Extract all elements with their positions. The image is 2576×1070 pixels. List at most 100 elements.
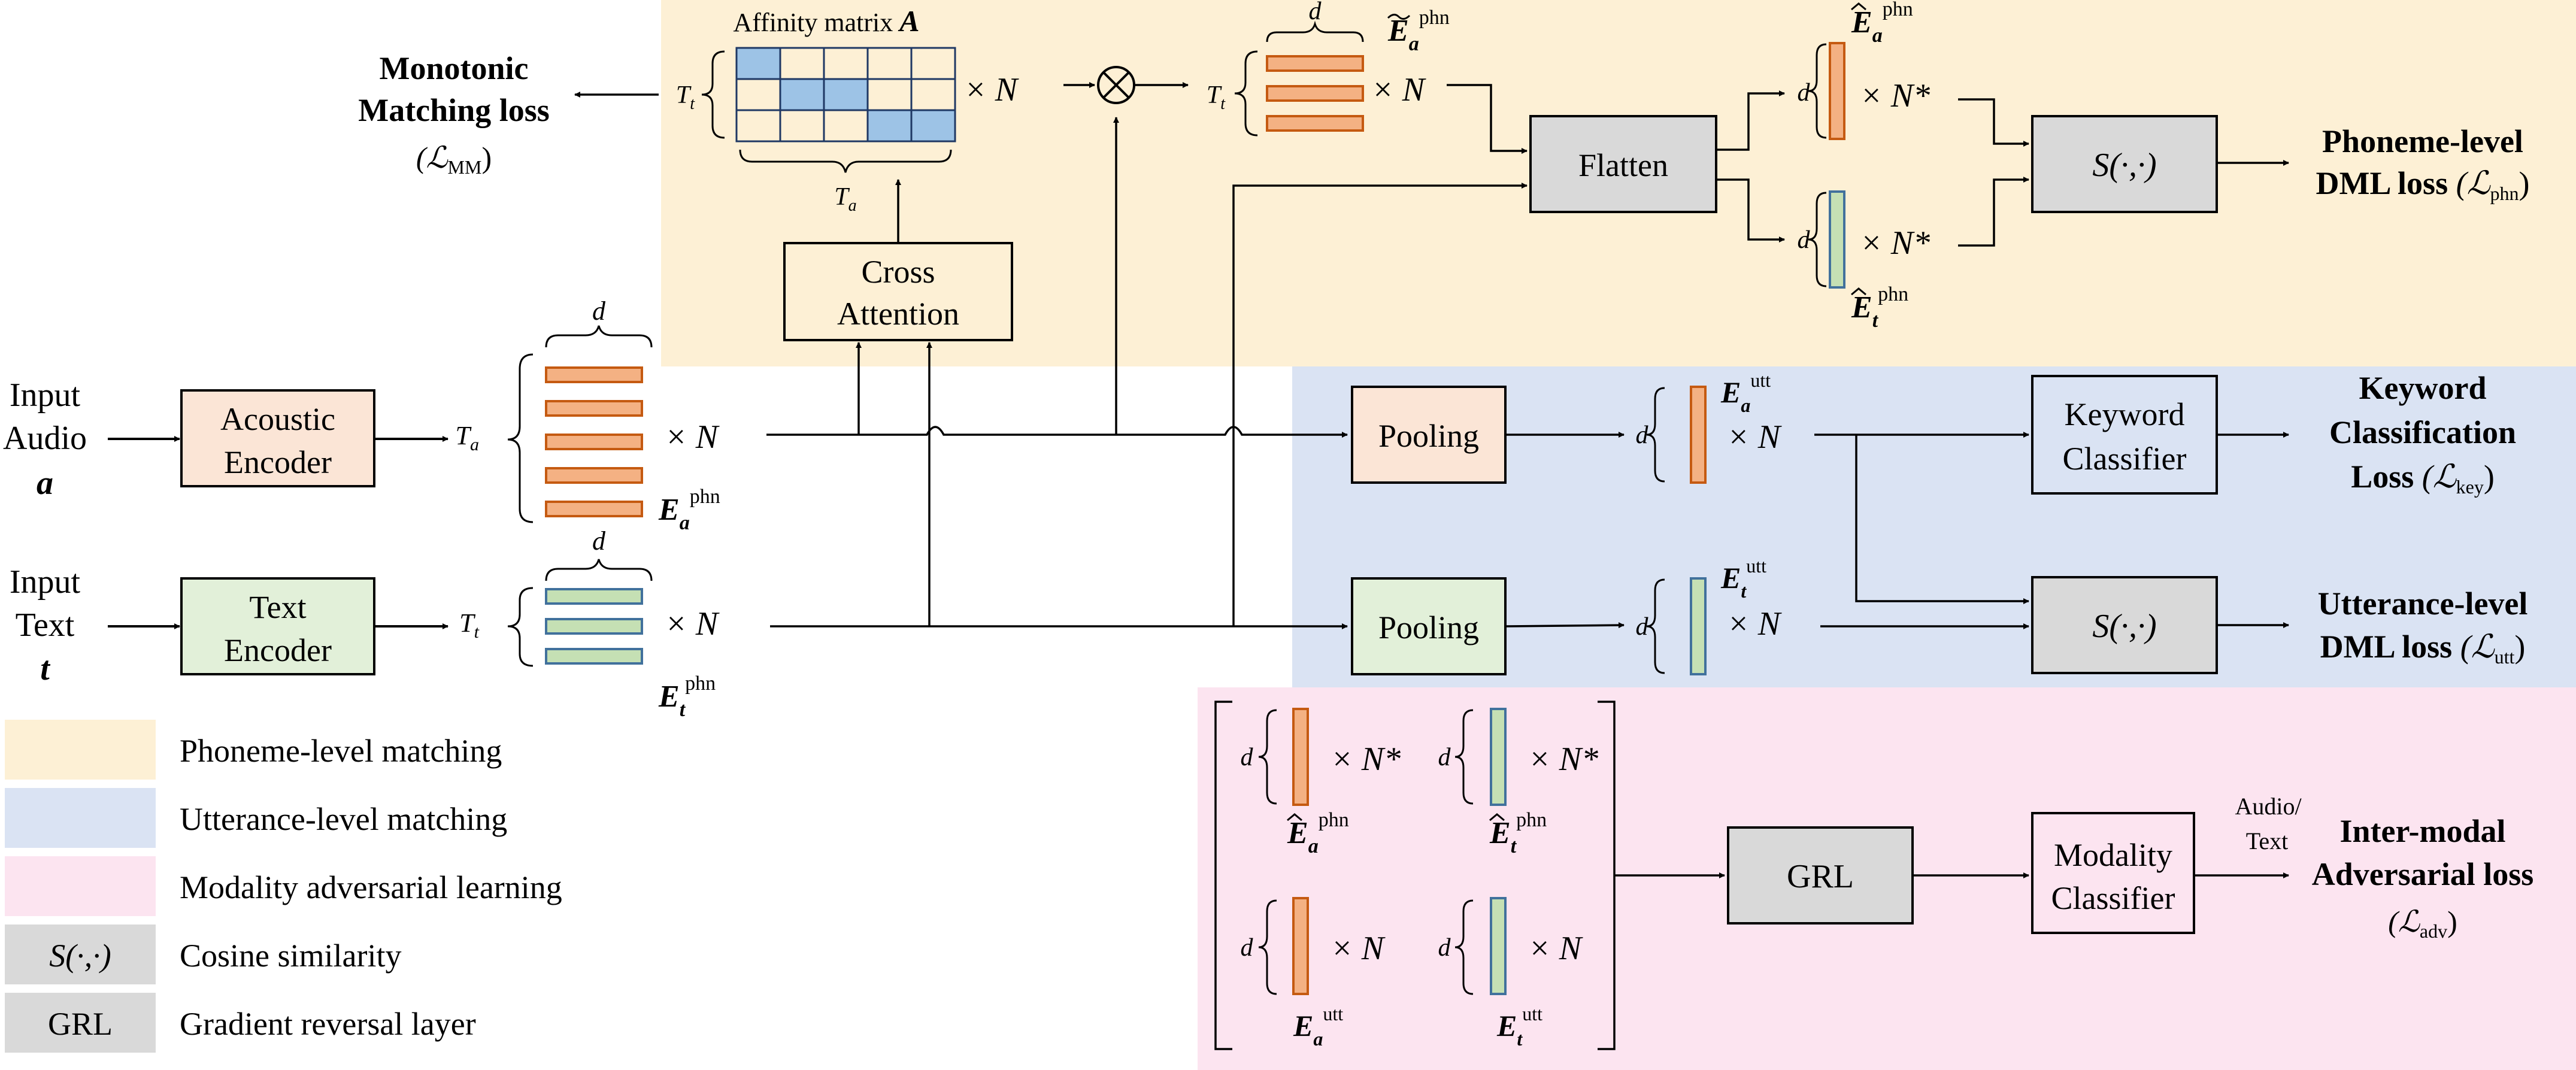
utterance-dml-loss: Utterance-level [2318,586,2528,622]
svg-text:(ℒadv): (ℒadv) [2388,905,2457,942]
input-audio-symbol: a [37,465,53,502]
svg-text:Eautt: Eautt [1720,369,1771,416]
svg-text:Etphn: Etphn [658,672,716,721]
svg-text:Acoustic: Acoustic [220,401,335,437]
legend-label-utterance: Utterance-level matching [180,801,507,837]
svg-text:× N*: × N* [1860,225,1930,262]
svg-text:d: d [1438,744,1451,771]
input-audio-label: Input [10,377,81,414]
keyword-classifier [2031,375,2218,495]
multiply-operator [1097,66,1135,104]
adversarial-input-bracket: d × N* Eaphn d × N* Etphn d × N Eautt d … [1214,701,1616,1050]
svg-text:d: d [592,526,606,556]
svg-text:d: d [1241,744,1254,771]
svg-text:S(·,·): S(·,·) [2092,608,2156,645]
audio-phoneme-embeddings: Ta d × N Eaphn [456,296,720,534]
svg-text:Etphn: Etphn [1851,283,1908,332]
svg-text:Text: Text [2246,827,2289,854]
svg-text:Cross: Cross [861,254,935,290]
svg-text:Encoder: Encoder [224,444,332,480]
legend-swatch-utterance [5,788,156,848]
svg-text:× N: × N [1727,605,1782,642]
legend-label-grl: Gradient reversal layer [180,1006,476,1042]
legend-swatch-cosine [5,924,156,984]
legend-swatch-adversarial [5,856,156,916]
svg-text:Eaphn: Eaphn [1851,0,1913,47]
flatten-block [1529,115,1717,213]
svg-text:Pooling: Pooling [1378,418,1479,454]
svg-text:Tt: Tt [1207,81,1226,113]
cross-attention [783,242,1013,341]
svg-text:Affinity matrix A: Affinity matrix A [733,4,919,38]
modality-classifier [2031,812,2195,934]
svg-text:d: d [1798,226,1811,254]
svg-text:Etphn: Etphn [1489,809,1547,857]
svg-text:× N: × N [665,605,720,642]
legend-label-cosine: Cosine similarity [180,938,402,974]
svg-text:× N: × N [964,71,1019,108]
svg-text:S(·,·): S(·,·) [49,938,111,974]
svg-text:× N: × N [1371,71,1426,108]
legend: Phoneme-level matching Utterance-level m… [5,720,562,1053]
legend-label-adversarial: Modality adversarial learning [180,869,562,905]
svg-text:Ta: Ta [834,183,856,215]
svg-text:Pooling: Pooling [1378,610,1479,645]
input-text-symbol: t [40,650,50,687]
svg-text:Modality: Modality [2054,837,2172,873]
svg-text:Ta: Ta [456,421,479,454]
svg-text:× N*: × N* [1331,741,1401,778]
svg-text:Flatten: Flatten [1578,147,1668,183]
svg-text:d: d [592,296,606,326]
keyword-classification-loss: Keyword [2359,370,2487,406]
svg-text:Eaphn: Eaphn [1387,7,1450,55]
svg-text:Audio: Audio [3,420,87,457]
svg-text:(ℒMM): (ℒMM) [416,141,492,178]
flattened-text-vector: d × N* Etphn [1798,190,1930,332]
svg-text:Eaphn: Eaphn [658,486,720,534]
text-phoneme-embeddings: Tt d × N Etphn [459,526,720,721]
svg-text:d: d [1438,934,1451,962]
svg-text:Loss (ℒkey): Loss (ℒkey) [2351,459,2495,498]
svg-text:DML loss (ℒphn): DML loss (ℒphn) [2316,165,2530,204]
pooling-audio [1351,386,1507,484]
svg-text:× N: × N [1331,930,1386,967]
affinity-matrix: Affinity matrix A Tt Ta × N [676,4,1019,215]
svg-text:d: d [1309,0,1322,25]
svg-text:Classification: Classification [2329,414,2516,450]
grl-block [1727,826,1914,924]
svg-text:Eautt: Eautt [1293,1003,1343,1050]
phoneme-dml-loss: Phoneme-level [2322,123,2523,159]
legend-swatch-phoneme [5,720,156,780]
svg-text:× N: × N [665,419,720,456]
svg-text:Keyword: Keyword [2065,396,2185,432]
svg-text:DML loss (ℒutt): DML loss (ℒutt) [2320,629,2526,668]
inter-modal-adversarial-loss: Inter-modal [2340,813,2506,849]
svg-text:Classifier: Classifier [2063,441,2187,477]
flattened-audio-vector: d × N* Eaphn [1798,0,1930,140]
svg-text:Text: Text [249,589,306,625]
svg-text:Tt: Tt [459,608,479,642]
utterance-text-vector: d × N Etutt [1636,555,1782,675]
legend-label-phoneme: Phoneme-level matching [180,733,502,769]
attended-audio-embeddings: Tt d × N Eaphn [1207,0,1450,137]
svg-text:Etutt: Etutt [1496,1003,1542,1050]
svg-text:d: d [1798,79,1811,107]
svg-text:GRL: GRL [1787,858,1854,895]
svg-text:× N*: × N* [1860,77,1930,114]
svg-text:Matching loss: Matching loss [358,92,550,128]
svg-text:Adversarial loss: Adversarial loss [2312,856,2534,892]
svg-text:Attention: Attention [837,296,959,332]
svg-text:d: d [1241,934,1254,962]
svg-text:Text: Text [16,607,75,644]
cosine-similarity-utterance [2031,576,2218,674]
utterance-audio-vector: d × N Eautt [1636,369,1782,484]
pooling-text [1351,577,1507,675]
legend-swatch-grl [5,993,156,1053]
monotonic-matching-loss: Monotonic [380,50,529,86]
svg-text:S(·,·): S(·,·) [2092,147,2156,184]
svg-text:× N: × N [1727,419,1782,456]
cosine-similarity-phoneme [2031,115,2218,213]
svg-text:Eaphn: Eaphn [1287,809,1349,857]
svg-text:d: d [1636,422,1649,449]
